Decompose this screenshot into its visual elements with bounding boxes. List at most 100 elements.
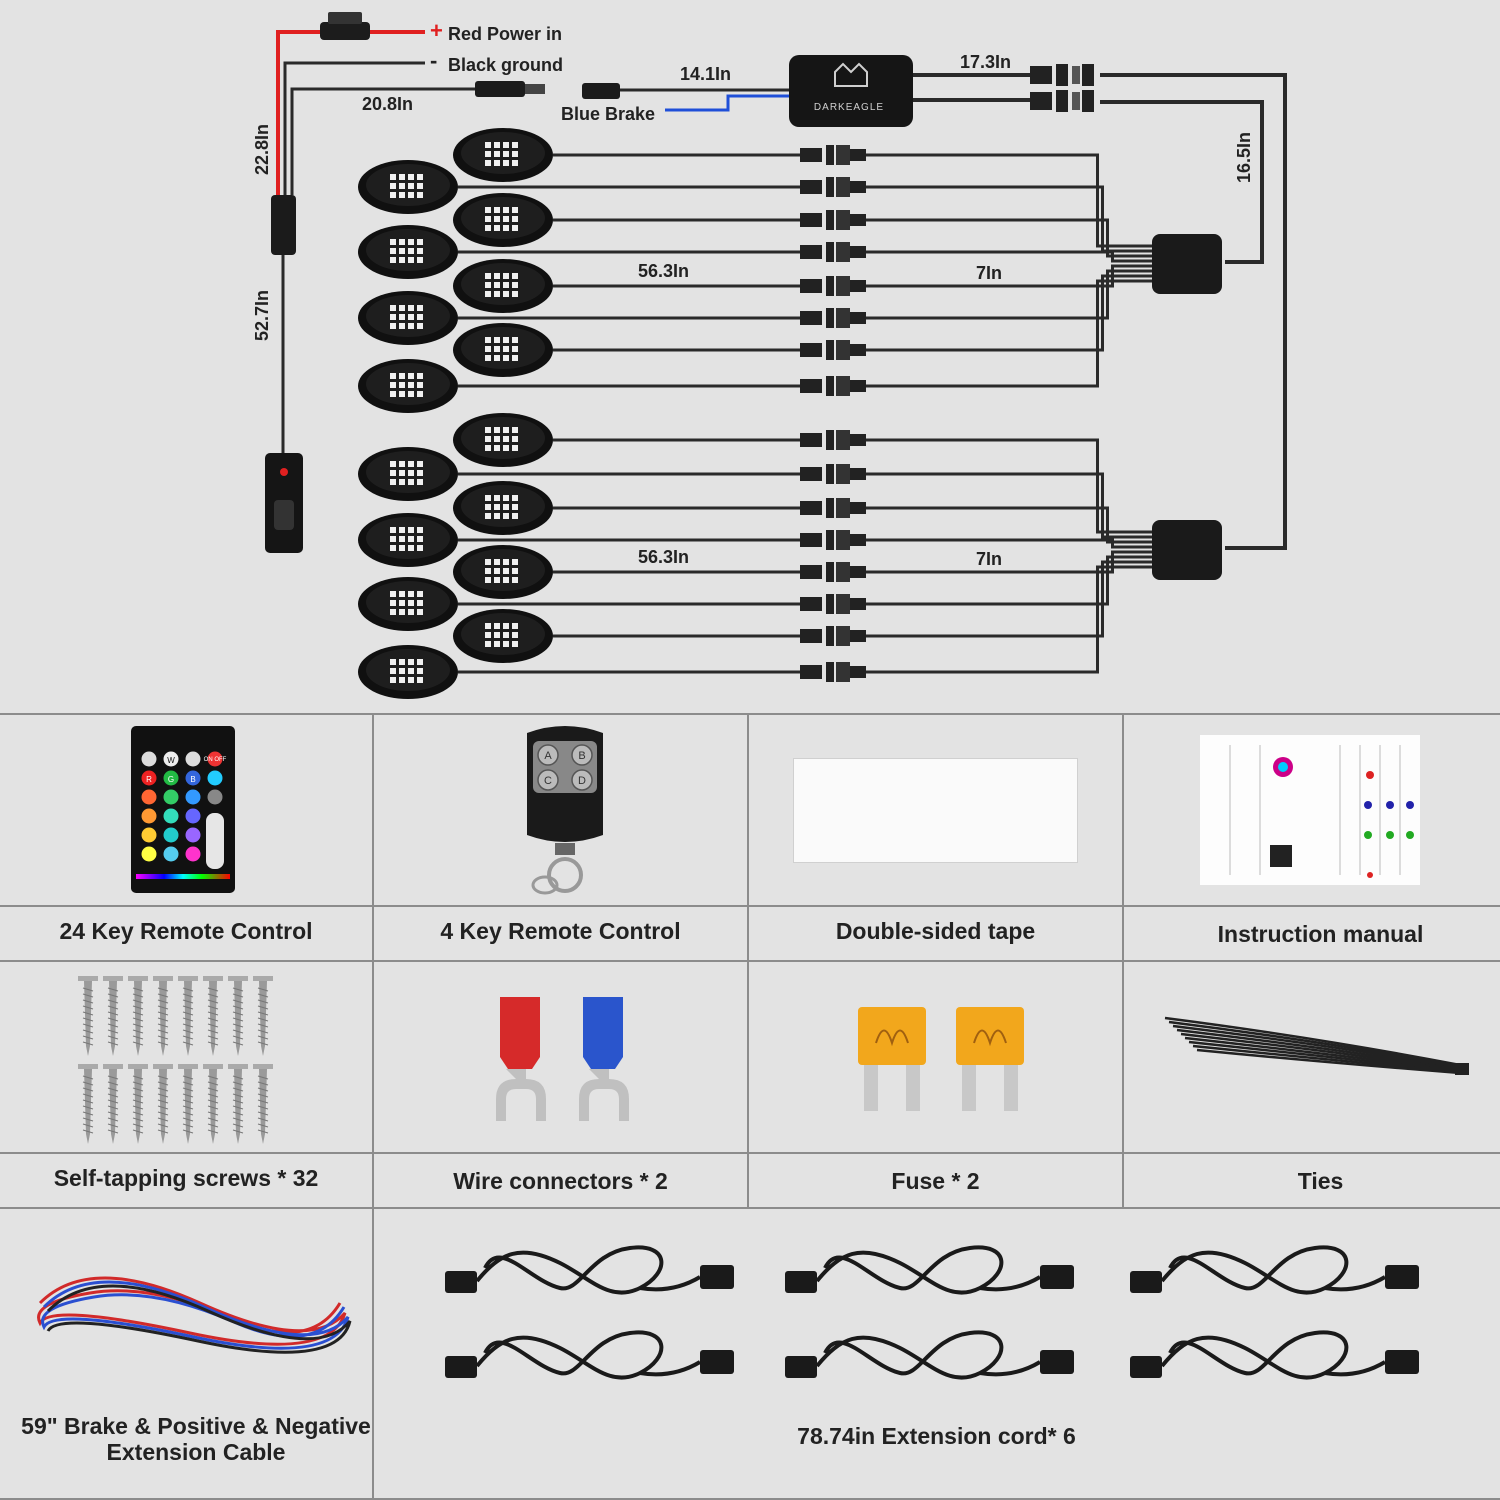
remote-24-key-icon: W R G B ON OFF bbox=[131, 726, 235, 893]
caption-24-key-remote: 24 Key Remote Control bbox=[59, 918, 313, 944]
black-ground-label: Black ground bbox=[448, 55, 563, 75]
pod-connector bbox=[800, 145, 866, 165]
remote-key-on-off: ON OFF bbox=[204, 757, 227, 763]
fuse-icon bbox=[858, 1007, 1024, 1111]
blue-brake-wire bbox=[665, 94, 789, 112]
pod-connector bbox=[800, 340, 866, 360]
rock-light-pod bbox=[453, 259, 553, 313]
splitter-wire bbox=[866, 269, 1152, 320]
caption-4-key-remote: 4 Key Remote Control bbox=[440, 918, 681, 944]
pod-connector bbox=[800, 210, 866, 230]
trunk-wire-2 bbox=[1100, 100, 1264, 264]
splitter-wire bbox=[866, 538, 1152, 549]
screw bbox=[128, 976, 148, 1056]
pod-connector bbox=[800, 562, 866, 582]
length-7-bottom-label: 7In bbox=[976, 549, 1002, 569]
fuse-holder-icon bbox=[320, 22, 370, 40]
caption-ties: Ties bbox=[1297, 1168, 1344, 1194]
rock-light-pod bbox=[453, 193, 553, 247]
red-power-label: Red Power in bbox=[448, 24, 562, 44]
screw bbox=[153, 1064, 173, 1144]
screw bbox=[253, 976, 273, 1056]
remote-key-w: W bbox=[167, 756, 175, 765]
rock-light-pod bbox=[453, 481, 553, 535]
pod-connector bbox=[800, 464, 866, 484]
pod-connector bbox=[800, 376, 866, 396]
pod-wires bbox=[458, 153, 1152, 674]
manual-icon bbox=[1200, 735, 1420, 885]
trunk-wire bbox=[1100, 73, 1287, 550]
screw bbox=[78, 976, 98, 1056]
controller-box bbox=[789, 55, 913, 127]
black-ground-wire bbox=[283, 61, 425, 195]
extension-cord bbox=[445, 1245, 734, 1295]
dc-plug-icon bbox=[582, 83, 620, 99]
remote-key-b: B bbox=[190, 775, 195, 784]
screw bbox=[103, 976, 123, 1056]
pod-connector bbox=[800, 662, 866, 682]
splitter-wire bbox=[866, 250, 1152, 263]
extension-cable-icon bbox=[37, 1276, 352, 1354]
plus-sign: + bbox=[430, 18, 443, 43]
caption-self-tapping-screws: Self-tapping screws * 32 bbox=[53, 1165, 319, 1191]
pod-connector bbox=[800, 430, 866, 450]
rock-light-pod bbox=[358, 359, 458, 413]
rock-light-pod bbox=[453, 545, 553, 599]
extension-cord bbox=[1130, 1330, 1419, 1380]
length-20-8-label: 20.8In bbox=[362, 94, 413, 114]
rock-light-pod bbox=[358, 645, 458, 699]
caption-wire-connectors: Wire connectors * 2 bbox=[453, 1168, 668, 1194]
brand-label: DARKEAGLE bbox=[814, 102, 884, 113]
rock-light-pod bbox=[453, 609, 553, 663]
minus-sign: - bbox=[430, 48, 437, 73]
brand-logo-icon bbox=[834, 62, 868, 87]
screw bbox=[153, 976, 173, 1056]
fob-key-label: A bbox=[544, 750, 552, 762]
remote-key-g: G bbox=[168, 775, 174, 784]
supply-wire bbox=[290, 87, 475, 195]
extension-cord bbox=[445, 1330, 734, 1380]
splitter-wire bbox=[866, 472, 1152, 539]
wiring-diagram: DARKEAGLE + - Red Power in Black ground … bbox=[252, 12, 1287, 699]
caption-fuse: Fuse * 2 bbox=[891, 1168, 980, 1194]
rock-light-pod bbox=[358, 447, 458, 501]
rock-light-pods bbox=[358, 128, 553, 699]
rock-light-pod bbox=[453, 413, 553, 467]
splitter-wire bbox=[866, 506, 1152, 544]
length-22-8-label: 22.8In bbox=[252, 124, 272, 175]
rock-light-pod bbox=[453, 128, 553, 182]
extension-cord-icon bbox=[445, 1245, 1419, 1380]
pod-connectors bbox=[800, 145, 866, 682]
splitter-wire bbox=[866, 560, 1152, 638]
pod-connector bbox=[800, 177, 866, 197]
barrel-plug-icon bbox=[475, 81, 525, 97]
splitter-box-top bbox=[1152, 234, 1222, 294]
splitter-wire bbox=[866, 438, 1152, 534]
screw bbox=[253, 1064, 273, 1144]
rock-light-pod bbox=[358, 577, 458, 631]
splitter-box-bottom bbox=[1152, 520, 1222, 580]
screw bbox=[178, 976, 198, 1056]
inline-connector-icon bbox=[271, 195, 296, 255]
extension-cord bbox=[785, 1245, 1074, 1295]
splitter-wire bbox=[866, 279, 1152, 388]
cable-tie-icon bbox=[1164, 1016, 1469, 1075]
rock-light-pod bbox=[358, 291, 458, 345]
red-power-wire bbox=[276, 30, 425, 195]
pod-connector bbox=[800, 626, 866, 646]
rock-light-pod bbox=[453, 323, 553, 377]
screw bbox=[103, 1064, 123, 1144]
splitter-wire bbox=[866, 555, 1152, 606]
pod-connector bbox=[800, 242, 866, 262]
fob-key-label: B bbox=[578, 750, 585, 762]
blue-brake-label: Blue Brake bbox=[561, 104, 655, 124]
spade-connector-icon bbox=[496, 997, 629, 1121]
caption-extension-cord: 78.74in Extension cord* 6 bbox=[797, 1423, 1076, 1449]
pod-connector bbox=[800, 276, 866, 296]
screw bbox=[203, 976, 223, 1056]
screw bbox=[228, 1064, 248, 1144]
screw-icon bbox=[78, 976, 273, 1144]
splitter-wire bbox=[866, 218, 1152, 258]
